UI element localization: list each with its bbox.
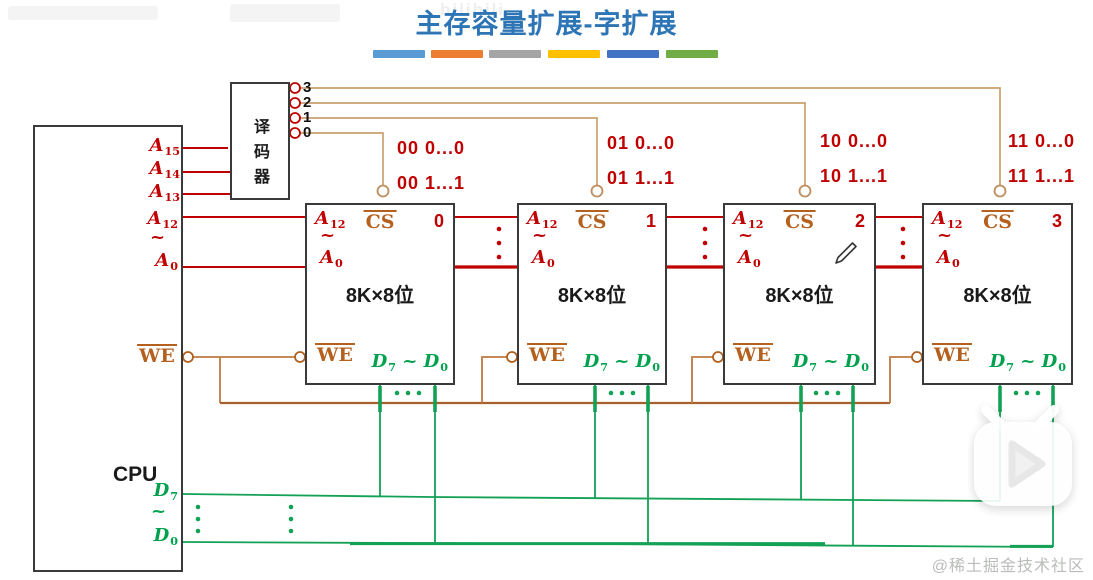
address-bus-lines [183,147,922,269]
bilibili-ghost-watermark: bilibili [440,0,506,19]
memory-chip-3: A12 ~ A0 CS 3 8K×8位 WE D7 ~ D0 [922,203,1073,385]
decoder-label: 译码器 [253,119,270,186]
chip-capacity: 8K×8位 [557,285,627,307]
pencil-cursor-icon [835,242,857,264]
chip-pin-data-range: D7 ~ D0 [583,351,660,374]
chip3-select-range-low: 11 0...0 [1008,131,1076,151]
chip-select-input-bubbles [376,184,1007,198]
chip-pin-a12: A12 [315,208,346,231]
chip-number: 2 [854,211,865,231]
chip-pin-cs: CS [575,210,609,233]
cpu-box: CPU [33,125,183,572]
chip-pin-tilde: ~ [937,225,953,246]
chip-pin-cs: CS [783,210,816,233]
chip-number: 3 [1051,211,1062,231]
cpu-pin-a13: A13 [149,181,181,204]
chip-capacity: 8K×8位 [345,285,415,307]
chip2-select-range-high: 10 1...1 [820,166,889,186]
decoder-box: 译码器 [230,82,290,200]
chip-capacity: 8K×8位 [963,285,1032,307]
chip-pin-a12: A12 [527,208,558,231]
title-underline-bar [373,50,425,58]
cpu-label: CPU [113,463,158,486]
top-left-watermark-smudge [230,4,340,22]
chip3-select-range-high: 11 1...1 [1008,166,1076,186]
page-title: 主存容量扩展-字扩展 [415,9,678,39]
chip-pin-tilde: ~ [320,225,336,246]
chip-number: 1 [645,211,656,231]
chip-pin-a12: A12 [932,208,963,231]
top-left-watermark-smudge [8,6,158,20]
cpu-pin-a14: A14 [149,158,181,181]
decoder-output-number-3: 3 [303,79,312,96]
title-underline-bar [548,50,600,58]
decoder-output-lines [300,87,1001,186]
juejin-watermark: @稀土掘金技术社区 [931,558,1085,575]
cpu-pin-tilde: ~ [150,227,166,248]
bilibili-play-icon [974,405,1072,506]
chip-pin-we: WE [527,343,567,366]
chip1-select-range-low: 01 0...0 [607,133,676,153]
chip0-select-range-high: 00 1...1 [397,173,466,193]
chip-pin-a0: A0 [532,247,555,270]
chip-pin-we: WE [733,343,773,366]
chip-pin-a0: A0 [320,247,343,270]
chip-capacity: 8K×8位 [765,285,834,307]
decoder-output-bubbles [289,82,301,139]
chip-pin-we: WE [932,343,972,366]
chip0-select-range-low: 00 0...0 [397,138,466,158]
chip-pin-data-range: D7 ~ D0 [792,351,869,374]
decoder-output-number-2: 2 [303,94,312,111]
cpu-pin-d0: D0 [153,525,178,548]
memory-chip-1: A12 ~ A0 CS 1 8K×8位 WE D7 ~ D0 [517,203,667,385]
address-ellipsis-dots [496,226,906,260]
title-underline-bar [666,50,718,58]
write-enable-lines [193,356,912,405]
chip-pin-a0: A0 [738,247,761,270]
data-ellipsis-dots [195,390,1041,534]
memory-chip-0: A12 ~ A0 CS 0 8K×8位 WE D7 ~ D0 [305,203,455,385]
chip-pin-tilde: ~ [532,225,548,246]
chip-pin-we: WE [315,343,355,366]
cpu-pin-data-tilde: ~ [151,501,167,522]
chip-pin-cs: CS [981,210,1014,233]
cpu-pin-we: WE [137,344,177,367]
chip-pin-data-range: D7 ~ D0 [371,351,448,374]
title-underline-bar [607,50,659,58]
chip-pin-data-range: D7 ~ D0 [989,351,1066,374]
data-bus-lines [182,385,1055,548]
cpu-pin-a12: A12 [147,208,179,231]
chip-pin-a12: A12 [733,208,764,231]
chip-pin-a0: A0 [937,247,960,270]
chip1-select-range-high: 01 1...1 [607,168,676,188]
decoder-output-number-1: 1 [303,109,312,126]
title-underline-bar [431,50,483,58]
memory-chip-2: A12 ~ A0 CS 2 8K×8位 WE D7 ~ D0 [723,203,876,385]
cpu-pin-a0: A0 [155,250,178,273]
chip-pin-cs: CS [363,210,397,233]
chip-number: 0 [433,211,444,231]
cpu-pin-a15: A15 [149,135,181,158]
chip-pin-tilde: ~ [738,225,754,246]
cpu-pin-d7: D7 [153,480,178,503]
chip2-select-range-low: 10 0...0 [820,131,889,151]
decoder-output-number-0: 0 [303,124,312,141]
title-underline-bar [489,50,541,58]
